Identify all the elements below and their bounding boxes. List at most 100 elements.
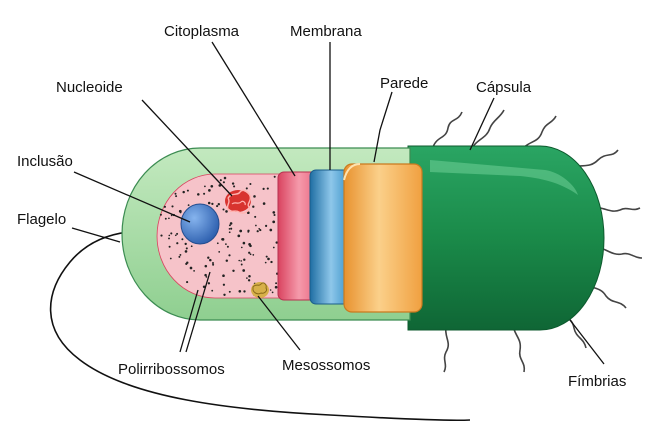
ribosome-dot xyxy=(252,254,255,256)
label-fimbrias: Fímbrias xyxy=(568,373,626,390)
ribosome-dot xyxy=(226,245,229,248)
cell-wall-band xyxy=(343,163,423,313)
ribosome-dot xyxy=(269,228,273,232)
ribosome-dot xyxy=(255,224,257,227)
ribosome-dot xyxy=(207,282,211,285)
ribosome-dot xyxy=(247,230,250,233)
ribosome-dot xyxy=(207,256,210,259)
ribosome-dot xyxy=(272,220,276,224)
label-membrana: Membrana xyxy=(290,23,362,40)
leader-fimbrias xyxy=(569,319,605,365)
ribosome-dot xyxy=(267,257,270,261)
ribosome-dot xyxy=(240,246,243,249)
ribosome-dot xyxy=(247,279,251,282)
ribosome-dot xyxy=(249,253,252,256)
ribosome-dot xyxy=(185,247,188,250)
ribosome-dot xyxy=(258,227,261,230)
ribosome-dot xyxy=(184,250,188,253)
ribosome-dot xyxy=(216,242,219,245)
ribosome-dot xyxy=(160,234,163,237)
ribosome-dot xyxy=(221,238,225,241)
leader-nucleoide xyxy=(141,99,233,197)
ribosome-dot xyxy=(228,254,231,257)
ribosome-dot xyxy=(270,260,273,264)
leader-citoplasma xyxy=(211,41,296,177)
leader-parede xyxy=(373,91,393,163)
ribosome-dot xyxy=(239,229,243,233)
capsule-outer xyxy=(407,145,605,331)
ribosome-dot xyxy=(176,232,179,235)
ribosome-dot xyxy=(238,289,242,293)
ribosome-dot xyxy=(182,190,185,194)
ribosome-dot xyxy=(240,260,243,262)
ribosome-dot xyxy=(246,277,248,279)
ribosome-dot xyxy=(219,179,222,182)
ribosome-dot xyxy=(272,246,275,249)
ribosome-dot xyxy=(174,234,177,237)
ribosome-dot xyxy=(159,213,162,216)
ribosome-dot xyxy=(223,293,226,296)
ribosome-dot xyxy=(271,291,274,294)
ribosome-dot xyxy=(253,195,256,198)
ribosome-dot xyxy=(187,204,190,207)
leader-mesossomos xyxy=(257,295,301,351)
ribosome-dot xyxy=(248,251,251,254)
ribosome-dot xyxy=(230,227,233,230)
ribosome-dot xyxy=(237,234,241,238)
ribosome-dot xyxy=(231,182,235,185)
capsule-highlight xyxy=(430,160,578,195)
label-mesossomos: Mesossomos xyxy=(282,357,370,374)
ribosome-dot xyxy=(269,289,272,291)
ribosome-dot xyxy=(240,263,243,266)
ribosome-dot xyxy=(168,237,170,240)
ribosome-dot xyxy=(204,273,207,277)
ribosome-dot xyxy=(273,175,276,178)
ribosome-dot xyxy=(184,242,187,246)
ribosome-dot xyxy=(212,262,214,264)
ribosome-dot xyxy=(274,285,278,289)
ribosome-dot xyxy=(164,217,167,220)
ribosome-dot xyxy=(211,289,214,292)
ribosome-dot xyxy=(249,182,252,186)
ribosome-dot xyxy=(229,222,233,225)
ribosome-dot xyxy=(193,270,195,272)
ribosome-dot xyxy=(186,189,189,192)
ribosome-dot xyxy=(228,290,231,293)
ribosome-dot xyxy=(275,241,278,244)
mesosome xyxy=(251,282,269,298)
ribosome-dot xyxy=(272,211,276,214)
ribosome-dot xyxy=(242,241,246,245)
ribosome-dot xyxy=(197,193,200,196)
ribosome-dot xyxy=(262,187,265,190)
ribosome-dot xyxy=(222,274,225,278)
label-citoplasma: Citoplasma xyxy=(164,23,240,40)
ribosome-dot xyxy=(181,238,184,241)
label-nucleoide: Nucleoide xyxy=(56,79,123,96)
ribosome-dot xyxy=(275,282,278,285)
ribosome-dot xyxy=(243,290,246,293)
ribosome-dot xyxy=(225,243,227,245)
ribosome-dot xyxy=(189,266,193,270)
flagellum xyxy=(49,230,471,422)
ribosome-dot xyxy=(190,245,193,248)
ribosome-dot xyxy=(242,269,246,272)
inclusion xyxy=(180,203,220,245)
ribosome-dot xyxy=(186,261,189,264)
label-flagelo: Flagelo xyxy=(17,211,66,228)
ribosome-dot xyxy=(178,255,181,258)
ribosome-dot xyxy=(225,259,229,262)
ribosome-dot xyxy=(265,224,268,227)
ribosome-dot xyxy=(238,259,241,262)
ribosome-dot xyxy=(178,209,182,213)
ribosome-dot xyxy=(254,215,257,218)
label-capsula: Cápsula xyxy=(476,79,532,96)
ribosome-dot xyxy=(171,205,174,208)
ribosome-dot xyxy=(225,210,228,213)
ribosome-dot xyxy=(168,234,171,237)
ribosome-dot xyxy=(163,205,166,208)
ribosome-dot xyxy=(259,229,262,232)
ribosome-dot xyxy=(209,258,212,262)
ribosome-dot xyxy=(256,230,259,233)
